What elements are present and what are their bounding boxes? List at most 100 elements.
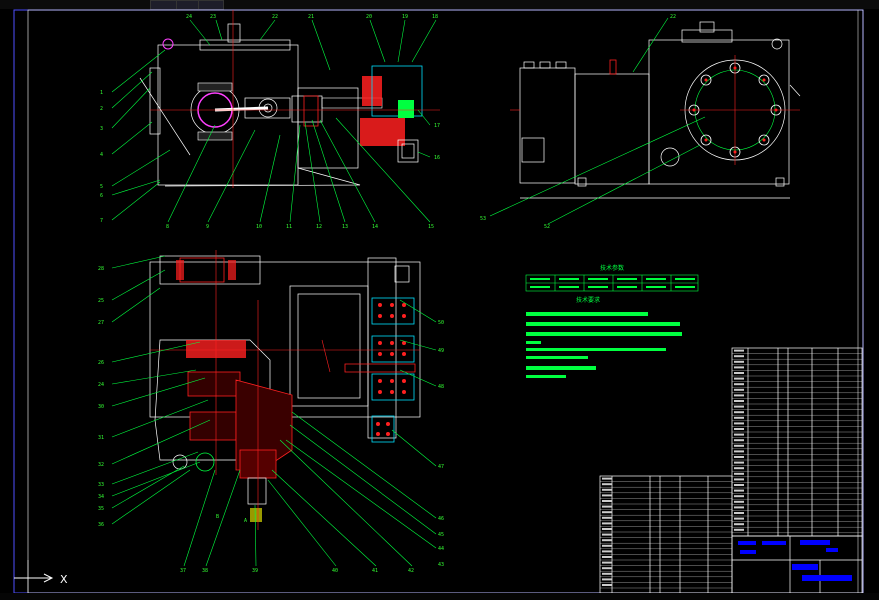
- table-cell-text: [734, 394, 744, 397]
- plan-section-view: [149, 250, 421, 530]
- part-number: 35: [98, 506, 104, 512]
- part-number: 43: [438, 562, 444, 568]
- table-cell-text: [602, 516, 612, 519]
- table-cell-text: [734, 528, 744, 531]
- table-cell-text: [602, 494, 612, 497]
- part-number: 8: [166, 224, 169, 230]
- part-number: 15: [428, 224, 434, 230]
- leader-lines-front-view: [111, 19, 437, 223]
- table-cell-text: [734, 422, 744, 425]
- parts-list-right: [731, 347, 863, 537]
- table-cell-text: [602, 477, 612, 480]
- title-block: [731, 535, 863, 594]
- part-number: 6: [100, 193, 103, 199]
- part-number: 40: [332, 568, 338, 574]
- table-cell-text: [734, 489, 744, 492]
- ucs-icon: X: [14, 560, 68, 593]
- table-cell-text: [602, 528, 612, 530]
- table-cell-text: [734, 467, 744, 470]
- part-number: 3: [100, 126, 103, 132]
- table-cell-text: [734, 377, 744, 380]
- table-cell-text: [734, 372, 744, 374]
- table-cell-text: [602, 522, 612, 525]
- parts-list-lower: [599, 475, 733, 594]
- table-cell-text: [734, 461, 744, 464]
- spec-table-title: 技术参数: [600, 264, 624, 272]
- part-number: 24: [186, 14, 192, 20]
- part-number: 36: [98, 522, 104, 528]
- part-number: 14: [372, 224, 378, 230]
- table-cell-text: [602, 533, 612, 536]
- table-cell-text: [734, 433, 744, 436]
- part-number: 52: [544, 224, 550, 230]
- part-number: 42: [408, 568, 414, 574]
- part-number: 20: [366, 14, 372, 20]
- x-axis-label: X: [60, 573, 68, 586]
- table-cell-text: [734, 439, 744, 442]
- part-number: 12: [316, 224, 322, 230]
- part-number: 26: [98, 360, 104, 366]
- table-cell-text: [602, 488, 612, 491]
- table-cell-text: [602, 500, 612, 502]
- plan-part-numbers: 28 25 27 26 24 30 31 32 33 34 35 36 37 3…: [98, 266, 444, 574]
- part-number: 17: [434, 123, 440, 129]
- table-cell-text: [734, 444, 744, 447]
- inner-frame: [27, 9, 864, 594]
- table-cell-text: [734, 517, 744, 520]
- part-number: 32: [98, 462, 104, 468]
- table-cell-text: [734, 478, 744, 481]
- table-cell-text: [734, 388, 744, 391]
- part-number: 22: [272, 14, 278, 20]
- notes-title: 技术要求: [576, 296, 600, 304]
- table-cell-text: [734, 428, 744, 430]
- table-cell-text: [602, 550, 612, 553]
- part-number: 1: [100, 90, 103, 96]
- side-view: [510, 21, 801, 199]
- table-cell-text: [734, 495, 744, 498]
- table-cell-text: [734, 349, 744, 352]
- part-number: 9: [206, 224, 209, 230]
- part-number: 39: [252, 568, 258, 574]
- table-cell-text: [602, 567, 612, 570]
- part-number: 37: [180, 568, 186, 574]
- section-arrow-label: B: [216, 514, 219, 520]
- part-number: 4: [100, 152, 103, 158]
- table-cell-text: [734, 383, 744, 386]
- table-cell-text: [734, 405, 744, 408]
- section-arrow-label: A: [244, 518, 247, 524]
- table-cell-text: [734, 411, 744, 414]
- table-cell-text: [602, 578, 612, 581]
- table-cell-text: [602, 539, 612, 542]
- part-number: 34: [98, 494, 104, 500]
- table-cell-text: [734, 355, 744, 358]
- table-cell-text: [734, 512, 744, 514]
- part-number: 30: [98, 404, 104, 410]
- part-number: 5: [100, 184, 103, 190]
- table-cell-text: [734, 456, 744, 458]
- technical-notes: 技术要求: [526, 296, 682, 378]
- part-number: 24: [98, 382, 104, 388]
- part-number: 28: [98, 266, 104, 272]
- table-cell-text: [734, 366, 744, 369]
- table-cell-text: [734, 523, 744, 526]
- table-cell-text: [602, 505, 612, 508]
- part-number: 27: [98, 320, 104, 326]
- part-number: 50: [438, 320, 444, 326]
- part-number: 22: [670, 14, 676, 20]
- part-number: 47: [438, 464, 444, 470]
- table-cell-text: [734, 472, 744, 475]
- table-cell-text: [734, 360, 744, 363]
- part-number: 19: [402, 14, 408, 20]
- part-number: 10: [256, 224, 262, 230]
- table-cell-text: [602, 556, 612, 558]
- part-number: 44: [438, 546, 444, 552]
- part-number: 49: [438, 348, 444, 354]
- status-strip: [0, 593, 879, 600]
- table-cell-text: [734, 484, 744, 486]
- table-cell-text: [602, 561, 612, 564]
- part-number: 18: [432, 14, 438, 20]
- part-number: 7: [100, 218, 103, 224]
- leader-lines-side-view: [489, 17, 706, 225]
- table-rows: [600, 349, 862, 589]
